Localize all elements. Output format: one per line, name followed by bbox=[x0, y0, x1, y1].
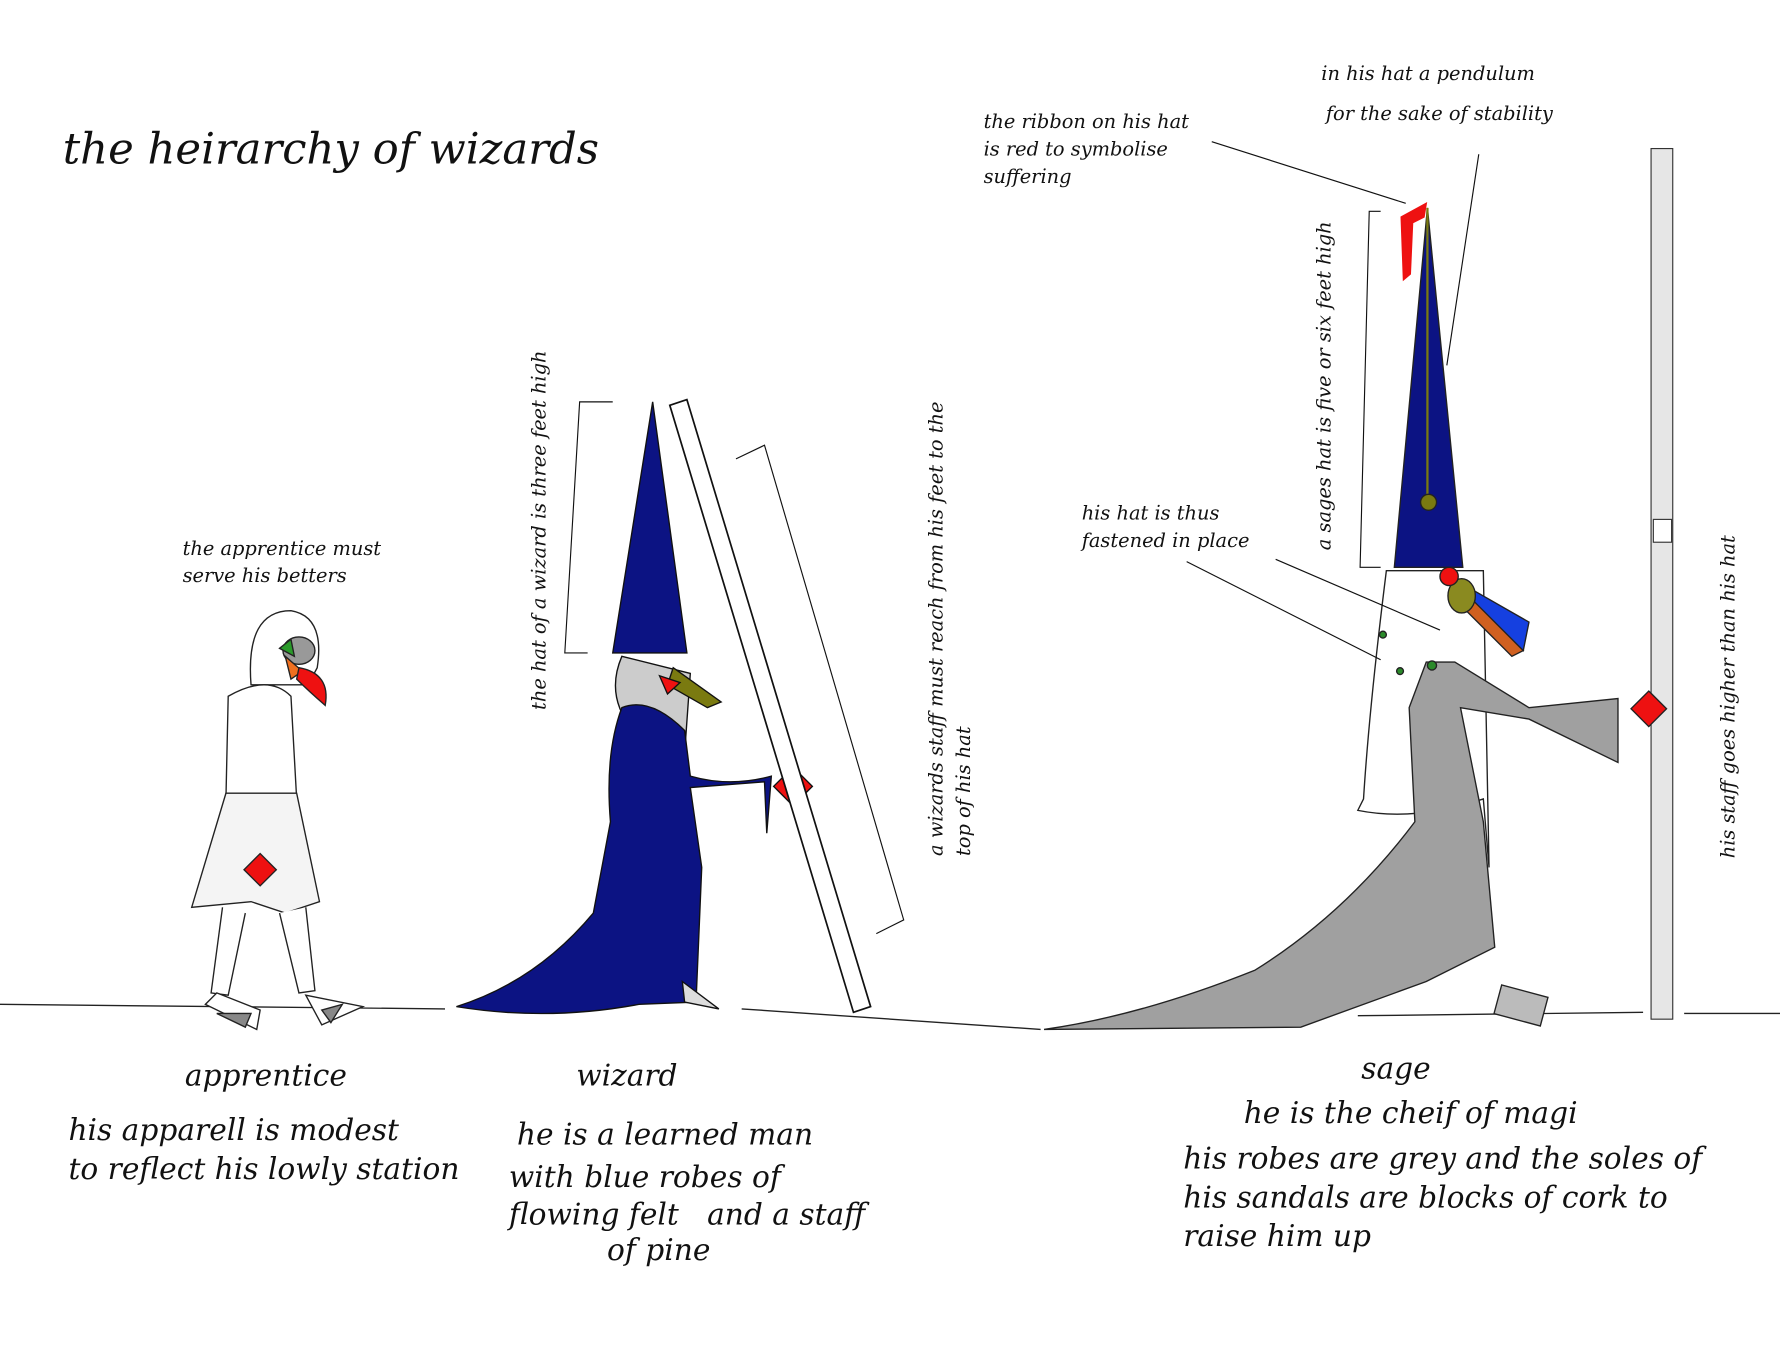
sage-hat-note: a sages hat is five or six feet high bbox=[1312, 221, 1335, 550]
fastened-note-line2: fastened in place bbox=[1080, 529, 1250, 552]
apprentice-note-line2: serve his betters bbox=[183, 564, 347, 587]
wizard-hat-note: the hat of a wizard is three feet high bbox=[527, 350, 550, 709]
ribbon-note-line2: is red to symbolise bbox=[984, 137, 1168, 160]
wizard-desc-line4: of pine bbox=[607, 1232, 710, 1267]
wizard-label: wizard bbox=[576, 1057, 677, 1092]
apprentice-label: apprentice bbox=[185, 1057, 347, 1092]
wizard-staff-note-line1: a wizards staff must reach from his feet… bbox=[924, 402, 947, 856]
sage-annotation-lines bbox=[1186, 141, 1480, 661]
wizard-desc-line3: flowing felt and a staff bbox=[507, 1197, 870, 1232]
apprentice-note-line1: the apprentice must bbox=[183, 537, 382, 560]
wizard-desc-line2: with blue robes of bbox=[509, 1159, 786, 1194]
pendulum-note-line2: for the sake of stability bbox=[1324, 102, 1554, 125]
wizard-staff-note-line2: top of his hat bbox=[952, 726, 975, 856]
fastened-note-line1: his hat is thus bbox=[1082, 501, 1220, 524]
ribbon-note-line3: suffering bbox=[984, 165, 1072, 188]
sage-staff-note: his staff goes higher than his hat bbox=[1716, 535, 1739, 858]
sage-desc-line3: his sandals are blocks of cork to bbox=[1183, 1179, 1667, 1214]
sage-desc-line4: raise him up bbox=[1183, 1218, 1371, 1253]
wizard-staff bbox=[668, 398, 872, 1014]
apprentice-desc-line2: to reflect his lowly station bbox=[68, 1151, 459, 1186]
sage-figure bbox=[1043, 202, 1668, 1031]
wizard-desc-line1: he is a learned man bbox=[517, 1117, 813, 1152]
sage-label: sage bbox=[1361, 1051, 1430, 1086]
ribbon-note-line1: the ribbon on his hat bbox=[984, 110, 1190, 133]
pendulum-note-line1: in his hat a pendulum bbox=[1321, 62, 1535, 85]
wizard-figure bbox=[456, 401, 814, 1015]
sage-desc-line1: he is the cheif of magi bbox=[1244, 1095, 1578, 1130]
apprentice-figure bbox=[190, 609, 366, 1031]
measure-bracket bbox=[564, 401, 905, 935]
sage-staff bbox=[1650, 147, 1674, 1020]
sage-desc-line2: his robes are grey and the soles of bbox=[1183, 1141, 1707, 1176]
apprentice-desc-line1: his apparell is modest bbox=[68, 1112, 399, 1147]
page-title: the heirarchy of wizards bbox=[63, 124, 599, 174]
